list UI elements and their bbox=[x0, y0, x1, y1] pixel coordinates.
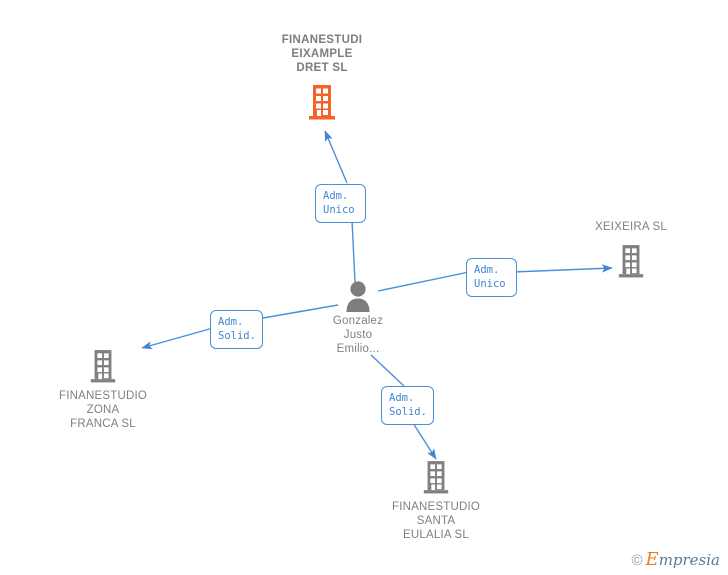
node-label-finanestudi-eixample: FINANESTUDI EIXAMPLE DRET SL bbox=[281, 34, 363, 74]
building-icon-finanestudi-eixample[interactable] bbox=[252, 81, 392, 121]
edge-line-person-to-eixample-label bbox=[351, 219, 356, 283]
edge-line-santa-eulalia-label-to-building bbox=[412, 422, 437, 460]
node-label-xeixeira: XEIXEIRA SL bbox=[595, 221, 667, 233]
building-icon-finanestudio-santa-eulalia[interactable] bbox=[366, 459, 506, 495]
edge-label-adm-unico-eixample[interactable]: Adm. Unico bbox=[315, 184, 366, 223]
node-label-person-gonzalez: Gonzalez Justo Emilio... bbox=[332, 315, 384, 355]
node-finanestudi-eixample[interactable]: FINANESTUDI EIXAMPLE DRET SL bbox=[252, 33, 392, 121]
building-icon-xeixeira[interactable] bbox=[561, 239, 701, 279]
brand-name: mpresia bbox=[658, 550, 720, 569]
node-finanestudio-santa-eulalia[interactable]: FINANESTUDIO SANTA EULALIA SL bbox=[366, 459, 506, 542]
edge-line-zona-franca-label-to-building bbox=[141, 327, 214, 350]
node-label-finanestudio-santa-eulalia: FINANESTUDIO SANTA EULALIA SL bbox=[391, 501, 480, 541]
person-icon-gonzalez[interactable] bbox=[288, 280, 428, 312]
edge-label-adm-solid-zona-franca[interactable]: Adm. Solid. bbox=[210, 310, 263, 349]
edge-line-person-to-santa-eulalia-label bbox=[370, 354, 405, 387]
node-person-gonzalez[interactable]: Gonzalez Justo Emilio... bbox=[288, 280, 428, 356]
node-finanestudio-zona-franca[interactable]: FINANESTUDIO ZONA FRANCA SL bbox=[33, 348, 173, 431]
copyright-icon: © bbox=[631, 551, 643, 569]
edge-line-eixample-label-to-building bbox=[324, 130, 348, 184]
building-icon-finanestudio-zona-franca[interactable] bbox=[33, 348, 173, 384]
brand-initial: E bbox=[645, 549, 659, 570]
empresia-watermark: © E mpresia bbox=[631, 551, 720, 569]
edge-label-adm-solid-santa-eulalia[interactable]: Adm. Solid. bbox=[381, 386, 434, 425]
node-xeixeira[interactable]: XEIXEIRA SL bbox=[561, 220, 701, 279]
edge-label-adm-unico-xeixeira[interactable]: Adm. Unico bbox=[466, 258, 517, 297]
node-label-finanestudio-zona-franca: FINANESTUDIO ZONA FRANCA SL bbox=[58, 390, 147, 430]
